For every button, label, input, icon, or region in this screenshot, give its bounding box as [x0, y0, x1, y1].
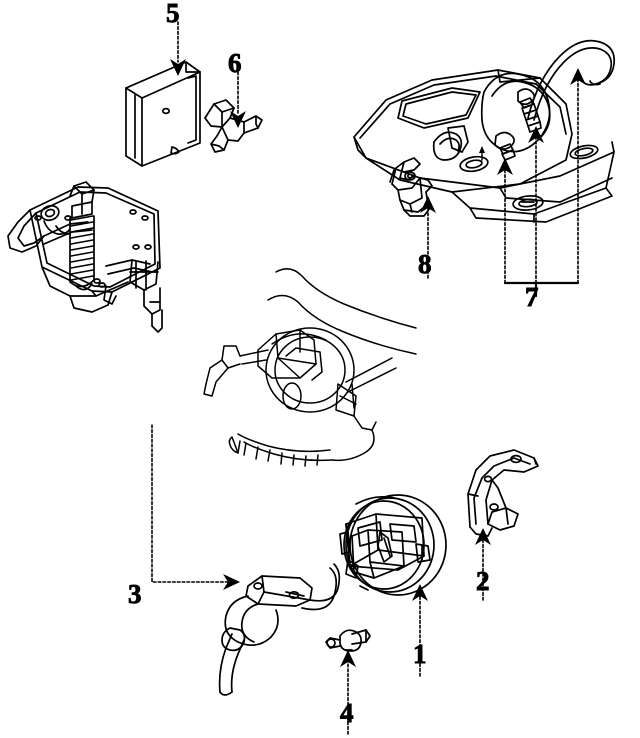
callout-label-4: 4 [340, 698, 354, 728]
callout-label-2: 2 [476, 566, 490, 596]
part-power-brake-booster [339, 494, 447, 596]
part-pedal-stop-bracket [389, 157, 433, 217]
arrow-7-left [497, 158, 513, 175]
arrow-5 [170, 59, 186, 76]
arrow-7-right [570, 68, 586, 85]
callout-label-1: 1 [413, 639, 427, 669]
arrow-8 [420, 196, 436, 213]
arrow-7-mid [528, 126, 544, 143]
arrow-4 [340, 650, 356, 667]
part-module-mounting-bracket [204, 99, 263, 153]
callout-label-7: 7 [525, 282, 539, 312]
part-brake-pedal-assembly [7, 181, 163, 333]
callout-label-3: 3 [128, 579, 142, 609]
part-phantom-booster-installed-view [203, 268, 417, 467]
callout-leaders [151, 21, 579, 735]
part-vacuum-check-valve [325, 629, 371, 652]
part-cruise-control-module [125, 61, 201, 167]
leader-3 [151, 424, 229, 583]
callout-label-8: 8 [418, 249, 432, 279]
callout-label-6: 6 [228, 48, 242, 78]
callout-7-bracket [503, 281, 580, 298]
part-vacuum-hose-assembly [218, 563, 341, 696]
part-cowl-panel-screws [479, 88, 542, 161]
callout-arrowheads [170, 59, 586, 667]
arrow-6 [230, 111, 246, 128]
part-cowl-trim-panel [353, 39, 616, 223]
arrow-3 [223, 574, 240, 590]
arrow-1 [412, 584, 428, 601]
part-booster-mounting-bracket [467, 449, 539, 537]
arrow-2 [475, 528, 491, 545]
callout-label-5: 5 [166, 0, 180, 28]
